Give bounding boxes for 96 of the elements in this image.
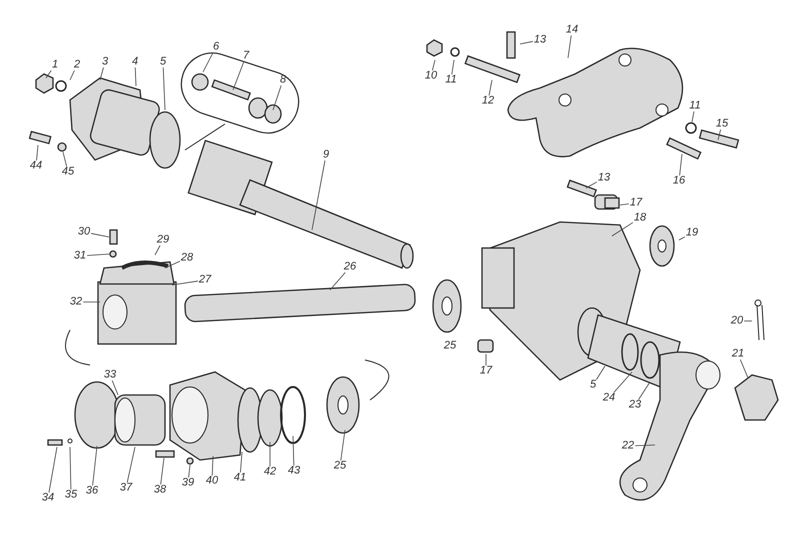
callout-number: 3 [100,56,110,68]
callout-number: 42 [262,466,278,478]
callout-number: 17 [628,198,644,208]
leader-line [126,446,136,483]
leader-line [162,67,166,110]
leader-line [612,222,634,236]
leader-line [613,372,632,393]
callout-number: 45 [60,166,76,178]
leader-line [312,160,326,230]
callout-number: 34 [40,492,56,504]
callout-number: 25 [442,340,458,352]
leader-line [90,233,110,238]
callout-number: 43 [286,466,302,476]
leader-line [638,382,650,400]
callout-number: 44 [28,160,44,172]
callout-number: 20 [730,316,744,326]
callout-number: 7 [242,50,250,62]
callout-number: 2 [72,60,82,70]
callout-number: 32 [68,296,84,308]
callout-number: 9 [322,150,330,160]
leader-line [272,85,282,110]
callout-number: 17 [478,366,494,376]
callout-number: 22 [620,440,636,452]
leader-line [86,254,110,256]
callout-number: 16 [672,176,686,186]
leader-line [154,245,160,256]
callout-number: 35 [64,490,78,500]
leader-line [488,80,492,96]
callout-number: 26 [342,262,358,272]
leader-line [451,60,454,75]
leader-line [46,70,52,78]
leader-line [232,61,244,90]
leader-line [679,154,682,176]
leader-line [634,444,656,446]
leader-line [744,320,752,322]
leader-line [586,182,598,188]
callout-number: 27 [198,274,212,286]
leader-line [62,152,68,167]
callout-number: 11 [444,74,458,86]
leader-line [620,203,630,206]
leader-line [292,436,294,466]
leader-line [330,272,346,290]
callout-number: 4 [130,56,140,68]
callout-number: 24 [602,392,616,404]
leader-line [160,458,164,485]
callout-number: 38 [152,484,168,496]
leader-line [212,456,214,476]
leader-line [432,60,436,71]
leader-line [340,430,346,461]
leader-line [240,452,242,473]
callout-number: 29 [156,234,170,246]
callout-number: 33 [102,370,118,380]
leader-line [678,236,686,240]
leader-line [188,464,190,478]
callout-number: 13 [532,34,548,46]
callout-number: 5 [588,380,598,390]
callout-number: 28 [180,252,194,264]
leader-line [740,359,748,378]
callout-number: 6 [212,42,220,52]
callout-number: 19 [684,228,700,238]
leader-line [70,446,72,490]
leader-line [718,129,722,140]
callout-number: 13 [596,172,612,184]
callout-number: 1 [50,60,60,70]
leader-line [134,67,136,86]
callout-number: 40 [204,476,220,486]
leader-line [36,144,38,161]
leader-line [692,111,694,122]
callout-number: 14 [564,24,580,36]
callout-number: 21 [730,348,746,360]
callout-number: 8 [278,74,288,86]
callout-number: 41 [232,472,248,484]
leader-line [202,52,214,72]
callout-number: 37 [118,482,134,494]
leader-line [100,67,104,80]
leader-line [568,35,572,58]
callout-number: 30 [76,226,92,238]
leader-line [92,446,98,486]
leader-line [520,41,534,44]
leader-line [70,70,75,80]
callout-number: 25 [332,460,348,472]
callout-number: 18 [632,212,648,224]
callout-number: 12 [480,96,496,106]
leader-line [172,280,198,286]
callout-number: 11 [688,100,702,112]
leader-line [112,380,118,396]
callout-number: 10 [424,70,438,82]
callout-number: 36 [84,486,100,496]
leader-line [48,446,58,493]
callout-number: 23 [628,400,642,410]
callout-number: 39 [180,478,196,488]
leader-line [596,366,606,380]
callout-number: 31 [72,250,88,262]
leader-line [164,260,180,268]
callout-number: 5 [158,56,168,68]
callout-number: 15 [714,118,730,130]
